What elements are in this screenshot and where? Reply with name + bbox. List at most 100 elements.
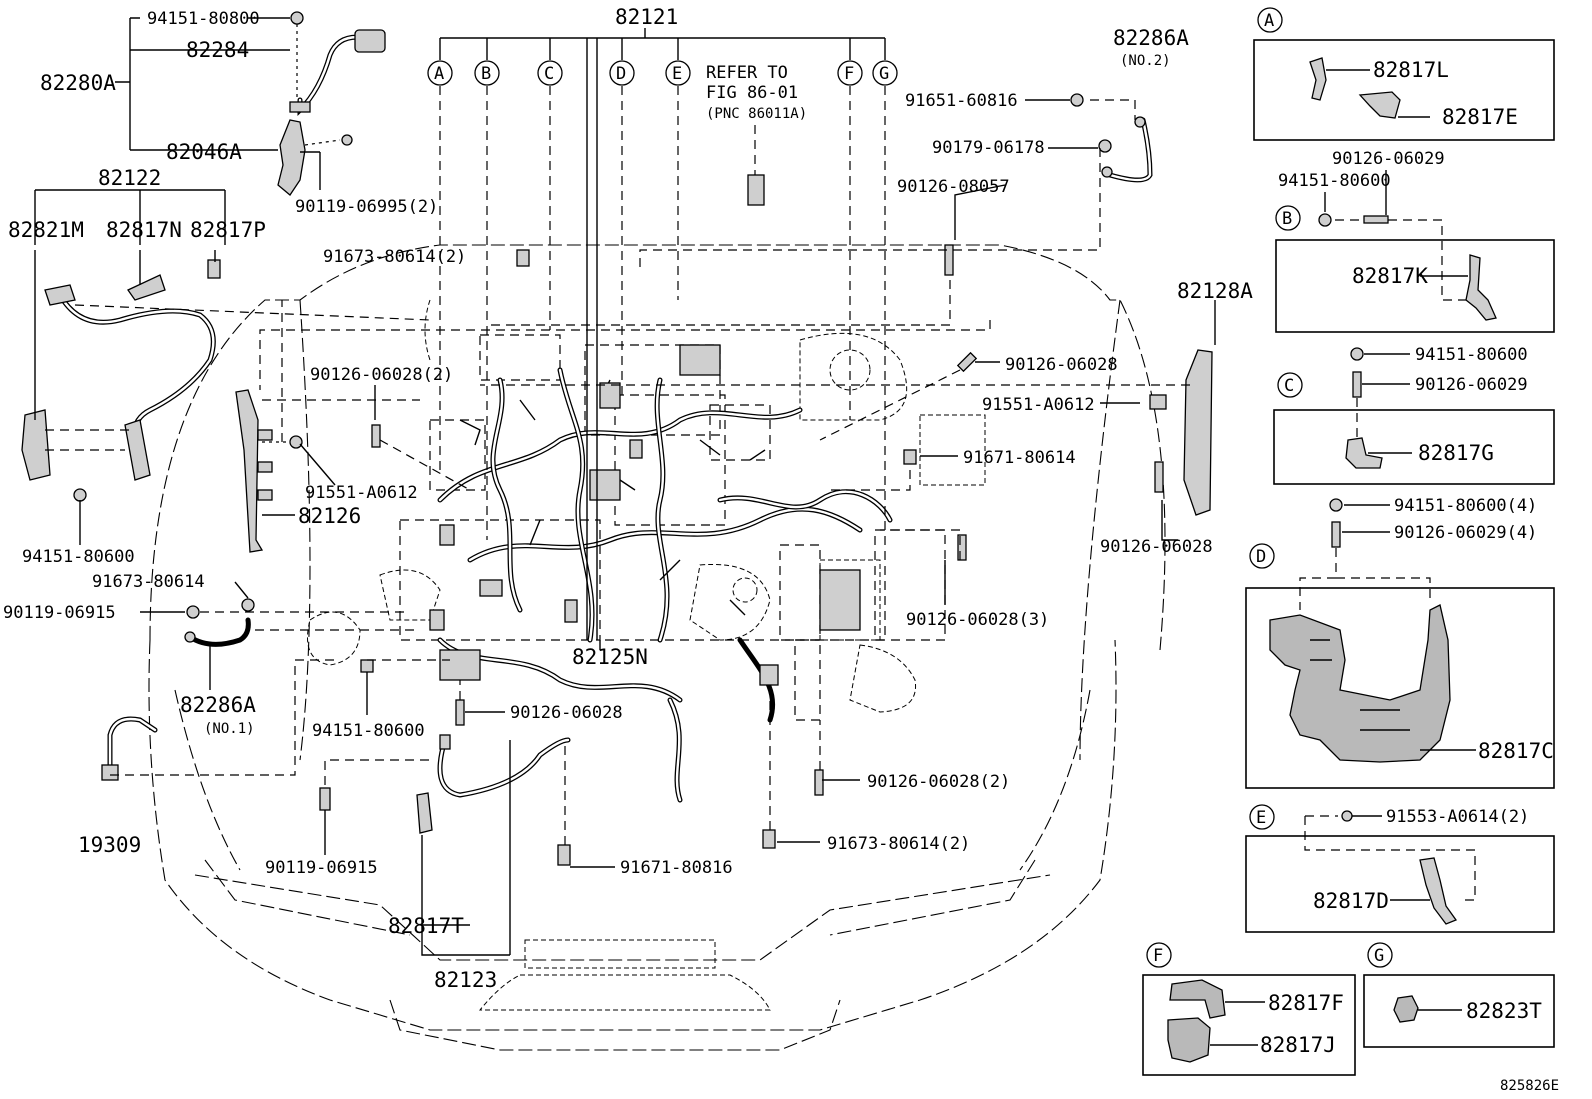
label-90119-06995: 90119-06995(2)	[295, 197, 438, 217]
main-harness-82121-illustration	[429, 344, 893, 803]
label-90126-06028-far: 90126-06028	[1100, 537, 1213, 557]
label-94151-80800: 94151-80800	[147, 9, 260, 29]
part-82817D: 82817D	[1313, 889, 1389, 913]
label-82121: 82121	[615, 5, 678, 29]
bracket-82128A-illustration	[1149, 349, 1213, 516]
label-90126-06028-mid: 90126-06028	[510, 703, 623, 723]
part-82817G: 82817G	[1418, 441, 1494, 465]
engine-bay-outlines	[399, 334, 946, 721]
part-82817L: 82817L	[1373, 58, 1449, 82]
label-91551-A0612-left: 91551-A0612	[305, 483, 418, 503]
label-82123: 82123	[434, 968, 497, 992]
label-91671-80816: 91671-80816	[620, 858, 733, 878]
label-91673-80614-2-bottom: 91673-80614(2)	[827, 834, 970, 854]
label-94151-80600-left: 94151-80600	[22, 547, 135, 567]
label-82817P: 82817P	[190, 218, 266, 242]
label-94151-80600-mid: 94151-80600	[312, 721, 425, 741]
panel-G-letter: G	[1374, 946, 1384, 966]
panel-B-fastener-2: 94151-80600	[1278, 171, 1391, 191]
letter-callout-D: D	[609, 60, 635, 86]
label-82817T: 82817T	[388, 914, 464, 938]
panel-D-fastener-1: 94151-80600(4)	[1394, 496, 1537, 516]
detail-panel-E: E 91553-A0614(2) 82817D	[1245, 804, 1555, 933]
detail-panel-D: 94151-80600(4) 90126-06029(4) D 82817C	[1245, 496, 1555, 789]
panel-D-letter: D	[1256, 547, 1266, 567]
label-82284: 82284	[186, 38, 249, 62]
label-90126-06028-2-bottom: 90126-06028(2)	[867, 772, 1010, 792]
letter-callout-F: F	[837, 60, 863, 86]
svg-text:A: A	[434, 64, 444, 84]
hose-19309-illustration	[101, 716, 158, 781]
part-82817E: 82817E	[1442, 105, 1518, 129]
label-90119-06915-left: 90119-06915	[3, 603, 116, 623]
label-90126-08057: 90126-08057	[897, 177, 1010, 197]
panel-A-letter: A	[1264, 11, 1274, 31]
harness-82126-illustration	[235, 389, 303, 553]
label-82821M: 82821M	[8, 218, 84, 242]
part-82817C: 82817C	[1478, 739, 1554, 763]
panel-E-fastener: 91553-A0614(2)	[1386, 807, 1529, 827]
refer-note-line1: REFER TO	[706, 63, 788, 83]
label-82280A: 82280A	[40, 71, 116, 95]
label-91673-80614-2-top: 91673-80614(2)	[323, 247, 466, 267]
letter-callouts: A B C D E F G	[427, 60, 898, 86]
part-82817F: 82817F	[1268, 991, 1344, 1015]
panel-C-fastener-1: 94151-80600	[1415, 345, 1528, 365]
svg-text:G: G	[879, 64, 889, 84]
detail-panel-C: 94151-80600 90126-06029 C 82817G	[1273, 345, 1555, 485]
harness-82122-illustration	[21, 259, 221, 502]
label-82286A-no2: 82286A	[1113, 26, 1189, 50]
label-91551-A0612-right: 91551-A0612	[982, 395, 1095, 415]
leader-lines	[34, 17, 1216, 956]
label-82122: 82122	[98, 166, 161, 190]
battery-cable-82284-illustration	[289, 11, 386, 117]
letter-callout-E: E	[665, 60, 691, 86]
label-82128A: 82128A	[1177, 279, 1253, 303]
label-82286A-no2-note: (NO.2)	[1120, 53, 1171, 69]
letter-callout-A: A	[427, 60, 453, 86]
diagram-id: 825826E	[1500, 1078, 1559, 1094]
refer-note-line2: FIG 86-01	[706, 83, 798, 103]
panel-D-fastener-2: 90126-06029(4)	[1394, 523, 1537, 543]
label-90126-06028-3: 90126-06028(3)	[906, 610, 1049, 630]
part-82817J: 82817J	[1260, 1033, 1336, 1057]
refer-note-line3: (PNC 86011A)	[706, 106, 807, 122]
svg-text:C: C	[544, 64, 554, 84]
label-90119-06915-bottom: 90119-06915	[265, 858, 378, 878]
harness-82123-illustration	[416, 734, 571, 834]
detail-panel-A: A 82817L 82817E	[1253, 7, 1555, 141]
ground-strap-82286A-no2-illustration	[1070, 93, 1153, 183]
label-82126: 82126	[298, 504, 361, 528]
svg-text:D: D	[616, 64, 626, 84]
label-82286A-no1-note: (NO.1)	[204, 721, 255, 737]
detail-panel-G: G 82823T	[1363, 942, 1555, 1048]
label-82125N: 82125N	[572, 645, 648, 669]
letter-callout-G: G	[872, 60, 898, 86]
panel-B-letter: B	[1282, 209, 1292, 229]
letter-callout-B: B	[474, 60, 500, 86]
label-91651-60816: 91651-60816	[905, 91, 1018, 111]
panel-F-letter: F	[1153, 946, 1163, 966]
svg-text:B: B	[481, 64, 491, 84]
letter-callout-C: C	[537, 60, 563, 86]
panel-B-fastener-1: 90126-06029	[1332, 149, 1445, 169]
svg-text:E: E	[672, 64, 682, 84]
label-91673-80614-left: 91673-80614	[92, 572, 205, 592]
bracket-82046A-illustration	[277, 119, 353, 196]
svg-text:F: F	[844, 64, 854, 84]
label-90126-06028-right: 90126-06028	[1005, 355, 1118, 375]
label-90126-06028-2: 90126-06028(2)	[310, 365, 453, 385]
main-labels: 94151-80800 82284 82280A 82046A 90119-06…	[3, 5, 1559, 1094]
panel-C-letter: C	[1284, 376, 1294, 396]
ground-strap-82286A-no1-illustration	[184, 598, 255, 647]
panel-E-letter: E	[1256, 808, 1266, 828]
detail-panel-F: F 82817F 82817J	[1142, 942, 1356, 1076]
part-82823T: 82823T	[1466, 999, 1542, 1023]
label-90179-06178: 90179-06178	[932, 138, 1045, 158]
part-82817K: 82817K	[1352, 264, 1428, 288]
detail-panel-B: B 90126-06029 94151-80600 82817K	[1275, 149, 1555, 333]
label-91671-80614: 91671-80614	[963, 448, 1076, 468]
panel-C-fastener-2: 90126-06029	[1415, 375, 1528, 395]
label-82817N: 82817N	[106, 218, 182, 242]
